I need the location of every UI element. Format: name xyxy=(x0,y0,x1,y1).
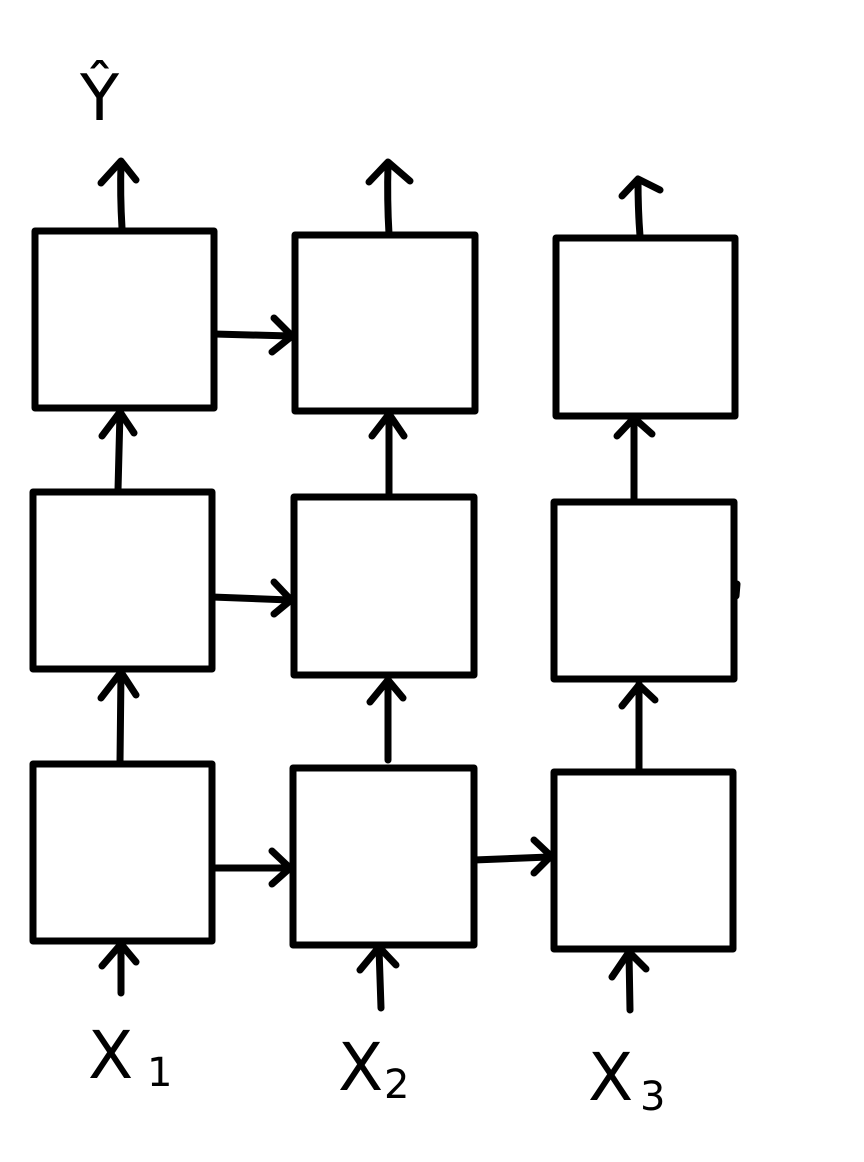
output-arrow-step1 xyxy=(97,157,140,232)
pen-mark xyxy=(732,580,741,600)
recurrent-arrow-layer3-step1-to-step2 xyxy=(210,314,296,356)
cell-layer2-step3 xyxy=(550,498,738,683)
recurrent-arrow-layer2-step1-to-step2 xyxy=(208,578,295,618)
arrow-layer2-to-layer3-step1 xyxy=(98,408,138,494)
cell-layer2-step1 xyxy=(29,488,216,673)
cell-layer3-step3 xyxy=(552,234,739,420)
arrow-layer2-to-layer3-step2 xyxy=(368,409,408,498)
cell-layer2-step2 xyxy=(290,493,478,679)
arrow-layer1-to-layer2-step2 xyxy=(366,675,407,764)
input-label-x3: X 3 xyxy=(588,1039,665,1120)
output-arrow-step3 xyxy=(618,175,664,240)
recurrent-arrow-layer1-step1-to-step2 xyxy=(208,847,294,888)
input-label-x1-sub: 1 xyxy=(147,1050,172,1096)
arrow-layer1-to-layer2-step1 xyxy=(97,668,140,766)
cell-layer3-step1 xyxy=(31,227,218,412)
input-arrow-step3 xyxy=(608,948,650,1014)
cell-layer1-step2 xyxy=(289,764,478,949)
cell-layer1-step1 xyxy=(29,760,216,945)
output-label-y-hat: Ŷ xyxy=(79,60,120,136)
input-label-x2: X 2 xyxy=(338,1029,409,1108)
input-label-x3-base: X xyxy=(588,1039,633,1116)
arrow-layer1-to-layer2-step3 xyxy=(618,680,659,773)
input-label-x2-base: X xyxy=(338,1029,383,1106)
cell-layer3-step2 xyxy=(291,231,479,415)
input-arrow-step1 xyxy=(98,940,140,997)
recurrent-arrow-layer1-step2-to-step3 xyxy=(470,836,555,877)
arrow-layer2-to-layer3-step3 xyxy=(613,414,656,506)
input-label-x3-sub: 3 xyxy=(640,1074,665,1120)
input-arrow-step2 xyxy=(356,943,400,1012)
input-label-x2-sub: 2 xyxy=(384,1062,409,1108)
input-label-x1: X 1 xyxy=(88,1017,172,1096)
output-arrow-step2 xyxy=(365,158,414,238)
cell-layer1-step3 xyxy=(550,768,737,953)
input-label-x1-base: X xyxy=(88,1017,133,1094)
